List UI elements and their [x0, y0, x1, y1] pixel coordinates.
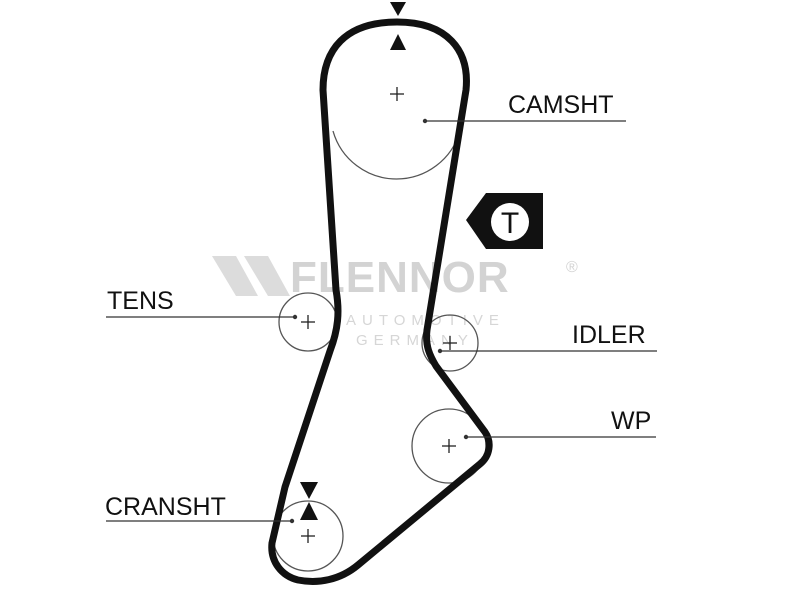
water-pump-label: WP	[611, 407, 651, 435]
tensioner-label: TENS	[107, 287, 174, 315]
watermark-registered: ®	[566, 259, 578, 276]
timing-symbol: T	[466, 193, 543, 249]
camshaft-label: CAMSHT	[508, 91, 614, 119]
idler-pulley	[421, 314, 479, 372]
timing-belt	[268, 18, 493, 585]
watermark-logo: FLENNOR ® AUTOMOTIVE GERMANY	[212, 253, 578, 349]
timing-symbol-letter: T	[501, 207, 519, 240]
camshaft-pulley	[332, 87, 461, 180]
watermark-line2: GERMANY	[356, 332, 474, 349]
idler-label: IDLER	[572, 321, 646, 349]
crankshaft-timing-mark	[300, 482, 318, 520]
leader-lines	[106, 118, 657, 524]
watermark-line1: AUTOMOTIVE	[346, 312, 505, 329]
crankshaft-label: CRANSHT	[105, 493, 226, 521]
camshaft-timing-mark	[390, 2, 406, 50]
watermark-brand: FLENNOR	[290, 253, 510, 302]
